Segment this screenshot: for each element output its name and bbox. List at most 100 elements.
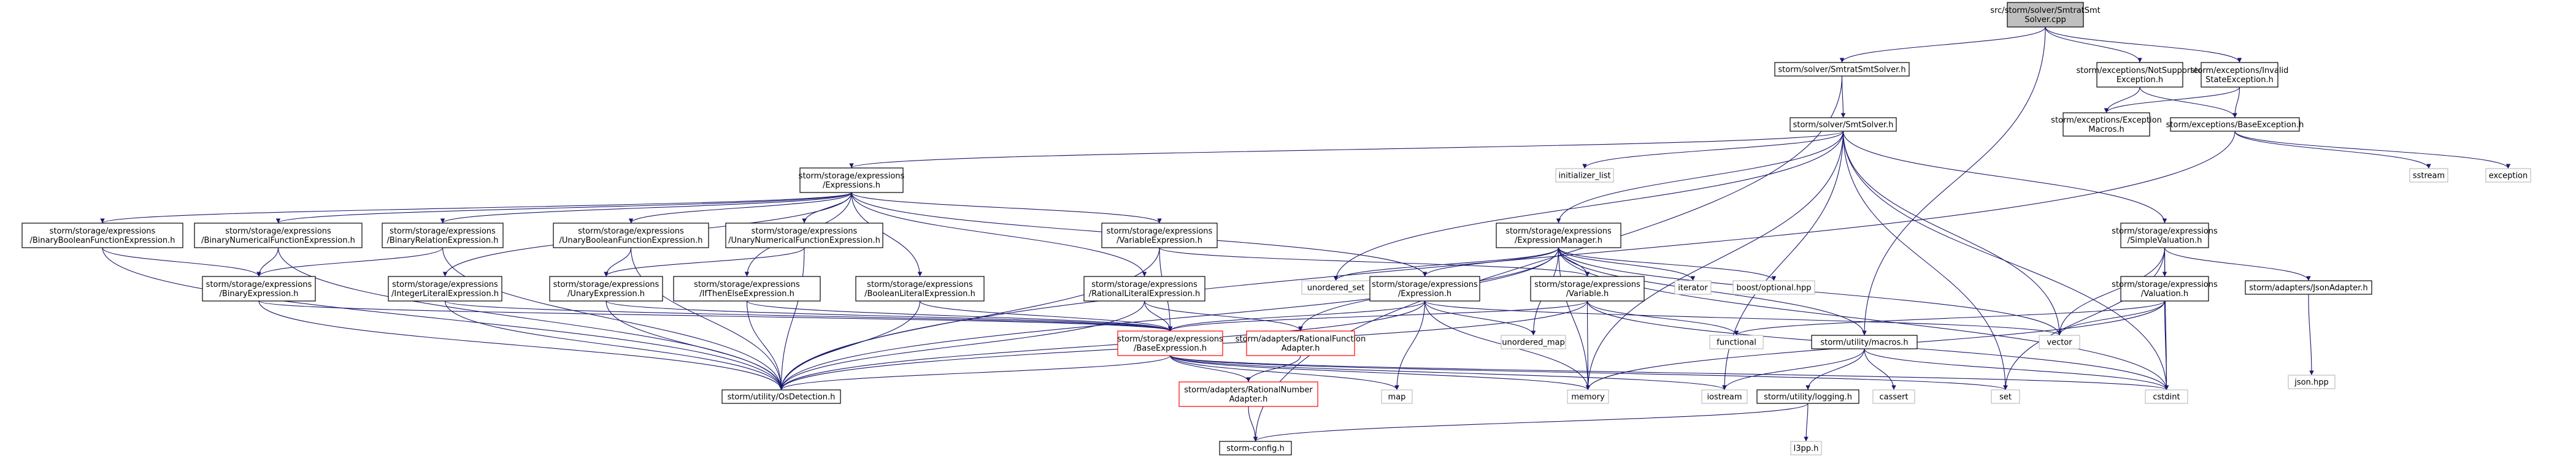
node-box bbox=[1083, 276, 1205, 302]
node-rat_lit[interactable]: storm/storage/expressions/RationalLitera… bbox=[1083, 276, 1205, 302]
node-label: storm/storage/expressions bbox=[1505, 227, 1612, 236]
node-label: Adapter.h bbox=[1229, 395, 1268, 404]
node-expr_manager[interactable]: storm/storage/expressions/ExpressionMana… bbox=[1496, 223, 1621, 248]
node-box bbox=[2120, 223, 2209, 248]
node-unfe[interactable]: storm/storage/expressions/UnaryNumerical… bbox=[725, 223, 883, 248]
node-label: storm-config.h bbox=[1226, 444, 1284, 454]
node-box bbox=[725, 223, 883, 248]
node-os_detection[interactable]: storm/utility/OsDetection.h bbox=[721, 389, 841, 404]
node-label: iostream bbox=[1707, 393, 1742, 402]
edge-logging-to-storm_config bbox=[1253, 403, 1809, 442]
edge-expr_manager-to-cstdint bbox=[1558, 247, 2169, 391]
edge-logging-to-l3pp bbox=[1804, 403, 1809, 442]
node-label: Solver.cpp bbox=[2024, 15, 2066, 25]
node-box bbox=[2201, 62, 2278, 88]
node-smtsolver[interactable]: storm/solver/SmtSolver.h bbox=[1790, 117, 1897, 132]
node-base_expr[interactable]: storm/storage/expressions/BaseExpression… bbox=[1117, 330, 1223, 356]
edge-invalidstate-to-exc_macros bbox=[2104, 86, 2240, 113]
node-box bbox=[1790, 117, 1897, 132]
edge-unfe-to-os_detection bbox=[779, 247, 805, 391]
node-var_expr[interactable]: storm/storage/expressions/VariableExpres… bbox=[1101, 223, 1218, 248]
edge-expression_h-to-map bbox=[1394, 300, 1426, 391]
edge-rat_lit-to-rat_func_adapter bbox=[1144, 300, 1303, 332]
node-bin_expr[interactable]: storm/storage/expressions/BinaryExpressi… bbox=[202, 276, 316, 302]
node-label: storm/storage/expressions bbox=[225, 227, 331, 236]
edge-base_expr-to-os_detection bbox=[779, 355, 1171, 391]
node-bool_lit[interactable]: storm/storage/expressions/BooleanLiteral… bbox=[855, 276, 985, 302]
node-variable_h[interactable]: storm/storage/expressions/Variable.h bbox=[1530, 276, 1645, 302]
node-label: /Valuation.h bbox=[2141, 289, 2188, 299]
edge-smtsolver-to-vector bbox=[1842, 131, 2062, 336]
node-label: /IfThenElseExpression.h bbox=[699, 289, 794, 299]
node-storm_config[interactable]: storm-config.h bbox=[1219, 441, 1292, 455]
node-ite_expr[interactable]: storm/storage/expressions/IfThenElseExpr… bbox=[673, 276, 821, 302]
node-ubfe[interactable]: storm/storage/expressions/UnaryBooleanFu… bbox=[553, 223, 709, 248]
edge-rat_func_adapter-to-rat_num_adapter bbox=[1246, 355, 1301, 383]
node-label: storm/storage/expressions bbox=[1372, 280, 1478, 289]
edge-json_adapter-to-json_hpp bbox=[2308, 294, 2314, 376]
node-label: storm/solver/SmtSolver.h bbox=[1793, 121, 1894, 130]
edge-smtsolver-to-unordered_set bbox=[1333, 131, 1844, 281]
node-label: storm/storage/expressions bbox=[578, 227, 684, 236]
node-vector: vector bbox=[2039, 335, 2080, 349]
node-label: initializer_list bbox=[1558, 172, 1610, 181]
node-label: /BinaryNumericalFunctionExpression.h bbox=[201, 236, 355, 245]
node-bre[interactable]: storm/storage/expressions/BinaryRelation… bbox=[382, 223, 504, 248]
node-expressions_h[interactable]: storm/storage/expressions/Expressions.h bbox=[799, 167, 905, 193]
node-int_lit[interactable]: storm/storage/expressions/IntegerLiteral… bbox=[388, 276, 502, 302]
node-box bbox=[553, 223, 709, 248]
edge-smtrat_h-to-storm_config bbox=[1253, 75, 1843, 442]
node-label: cstdint bbox=[2153, 393, 2180, 402]
node-expression_h[interactable]: storm/storage/expressions/Expression.h bbox=[1369, 276, 1480, 302]
node-box bbox=[1567, 389, 1609, 404]
edge-ite_expr-to-base_expr bbox=[746, 300, 1173, 332]
edge-valuation_h-to-functional bbox=[1734, 300, 2166, 336]
node-label: set bbox=[1999, 393, 2012, 402]
edge-int_lit-to-base_expr bbox=[444, 300, 1172, 332]
edge-ite_expr-to-os_detection bbox=[746, 300, 784, 391]
edge-var_expr-to-variable_h bbox=[1159, 247, 1590, 277]
node-label: /BaseExpression.h bbox=[1134, 344, 1207, 353]
node-logging[interactable]: storm/utility/logging.h bbox=[1756, 389, 1859, 404]
node-macros_h[interactable]: storm/utility/macros.h bbox=[1811, 335, 1918, 349]
node-label: storm/exceptions/Exception bbox=[2051, 116, 2162, 125]
node-box bbox=[1790, 441, 1822, 455]
node-label: storm/storage/expressions bbox=[392, 280, 498, 289]
node-simple_val[interactable]: storm/storage/expressions/SimpleValuatio… bbox=[2112, 223, 2218, 248]
node-bbfe[interactable]: storm/storage/expressions/BinaryBooleanF… bbox=[21, 223, 183, 248]
edge-unary_expr-to-os_detection bbox=[606, 300, 784, 391]
node-base_exc[interactable]: storm/exceptions/BaseException.h bbox=[2166, 117, 2304, 132]
node-label: /SimpleValuation.h bbox=[2128, 236, 2202, 245]
edge-expr_manager-to-macros_h bbox=[1558, 247, 1867, 336]
edge-macros_h-to-cassert bbox=[1864, 348, 1896, 391]
edge-macros_h-to-cstdint bbox=[1864, 348, 2169, 391]
edge-expression_h-to-unordered_map bbox=[1424, 300, 1536, 336]
node-label: storm/storage/expressions bbox=[799, 172, 905, 181]
edge-smtsolver-to-expressions_h bbox=[849, 131, 1844, 169]
node-label: storm/adapters/JsonAdapter.h bbox=[2249, 284, 2368, 293]
node-unary_expr[interactable]: storm/storage/expressions/UnaryExpressio… bbox=[549, 276, 663, 302]
edge-expressions_h-to-ubfe bbox=[628, 192, 852, 224]
edge-valuation_h-to-vector bbox=[2057, 300, 2166, 336]
node-label: storm/storage/expressions bbox=[50, 227, 156, 236]
node-label: unordered_map bbox=[1502, 338, 1565, 348]
node-valuation_h[interactable]: storm/storage/expressions/Valuation.h bbox=[2112, 276, 2218, 302]
node-label: storm/solver/SmtratSmtSolver.h bbox=[1778, 66, 1905, 75]
edge-root-to-invalidstate bbox=[2045, 26, 2242, 63]
node-label: storm/utility/OsDetection.h bbox=[728, 393, 836, 402]
edge-ubfe-to-unary_expr bbox=[604, 247, 632, 277]
edge-expressions_h-to-rat_lit bbox=[851, 192, 1147, 277]
edge-smtrat_h-to-smtsolver bbox=[1840, 75, 1846, 118]
edge-expr_manager-to-iterator bbox=[1558, 247, 1696, 281]
edge-unary_expr-to-base_expr bbox=[606, 300, 1173, 332]
node-label: src/storm/solver/SmtratSmt bbox=[1990, 6, 2101, 15]
node-bnfe[interactable]: storm/storage/expressions/BinaryNumerica… bbox=[194, 223, 363, 248]
node-smtrat_h[interactable]: storm/solver/SmtratSmtSolver.h bbox=[1774, 62, 1910, 77]
node-json_adapter[interactable]: storm/adapters/JsonAdapter.h bbox=[2245, 280, 2372, 295]
